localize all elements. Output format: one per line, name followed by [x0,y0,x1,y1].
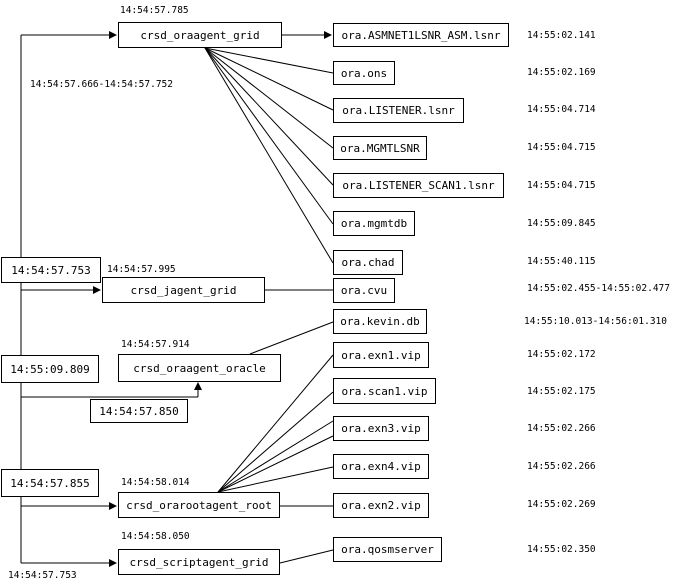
resource-box: ora.ASMNET1LSNR_ASM.lsnr [333,23,509,47]
resource-time: 14:55:10.013-14:56:01.310 [524,316,667,327]
link-exn1 [217,354,334,493]
resource-box: ora.kevin.db [333,309,427,334]
resource-box: ora.LISTENER.lsnr [333,98,464,123]
resource-box: ora.ons [333,61,395,85]
resource-time: 14:55:02.175 [527,386,596,397]
link-exn4 [217,466,334,493]
agent-time-jagent-grid: 14:54:57.995 [107,264,176,275]
link-ons [204,47,334,74]
agent-crsd-jagent-grid: crsd_jagent_grid [102,277,265,303]
agent-crsd-oraagent-oracle: crsd_oraagent_oracle [118,354,281,382]
link-chad [204,47,334,264]
link-exn3-b [217,435,334,493]
agent-crsd-scriptagent-grid: crsd_scriptagent_grid [118,549,280,575]
time-box-root-start: 14:54:57.855 [1,469,99,497]
resource-time: 14:55:02.266 [527,423,596,434]
resource-box: ora.LISTENER_SCAN1.lsnr [333,173,504,198]
resource-time: 14:55:02.269 [527,499,596,510]
agent-crsd-oraagent-grid: crsd_oraagent_grid [118,22,282,48]
resource-time: 14:55:04.715 [527,142,596,153]
resource-box: ora.MGMTLSNR [333,136,427,160]
resource-box: ora.qosmserver [333,537,442,562]
agent-time-oraagent-grid: 14:54:57.785 [120,5,189,16]
resource-box: ora.exn3.vip [333,416,429,441]
resource-time: 14:55:02.266 [527,461,596,472]
link-mgmtlsnr [204,47,334,149]
link-mgmtdb [204,47,334,225]
resource-box: ora.scan1.vip [333,378,436,404]
resource-time: 14:55:40.115 [527,256,596,267]
resource-box: ora.cvu [333,278,395,303]
agent-crsd-orarootagent-root: crsd_orarootagent_root [118,492,280,518]
link-scan1 [217,391,334,493]
resource-time: 14:55:02.141 [527,30,596,41]
resource-time: 14:55:09.845 [527,218,596,229]
time-box-start: 14:54:57.753 [1,257,101,283]
resource-box: ora.exn2.vip [333,493,429,518]
resource-box: ora.chad [333,250,403,275]
link-kevin-db [249,321,334,355]
resource-time: 14:55:02.455-14:55:02.477 [527,283,670,294]
resource-box: ora.mgmtdb [333,211,415,236]
resource-box: ora.exn1.vip [333,342,429,368]
time-box-oracle-start: 14:55:09.809 [1,355,99,383]
link-listener [204,47,334,111]
resource-box: ora.exn4.vip [333,454,429,479]
resource-time: 14:55:02.172 [527,349,596,360]
agent-time-scriptagent-grid: 14:54:58.050 [121,531,190,542]
resource-time: 14:55:04.715 [527,180,596,191]
agent-time-orarootagent-root: 14:54:58.014 [121,477,190,488]
agent-time-oraagent-oracle: 14:54:57.914 [121,339,190,350]
resource-time: 14:55:02.350 [527,544,596,555]
time-box-oracle-agent: 14:54:57.850 [90,399,188,423]
link-exn3-a [217,420,334,493]
resource-time: 14:55:02.169 [527,67,596,78]
resource-time: 14:55:04.714 [527,104,596,115]
link-listener-scan1 [204,47,334,186]
range-label-top: 14:54:57.666-14:54:57.752 [30,79,173,90]
bottom-time-label: 14:54:57.753 [8,570,77,581]
link-qosmserver [279,549,334,564]
